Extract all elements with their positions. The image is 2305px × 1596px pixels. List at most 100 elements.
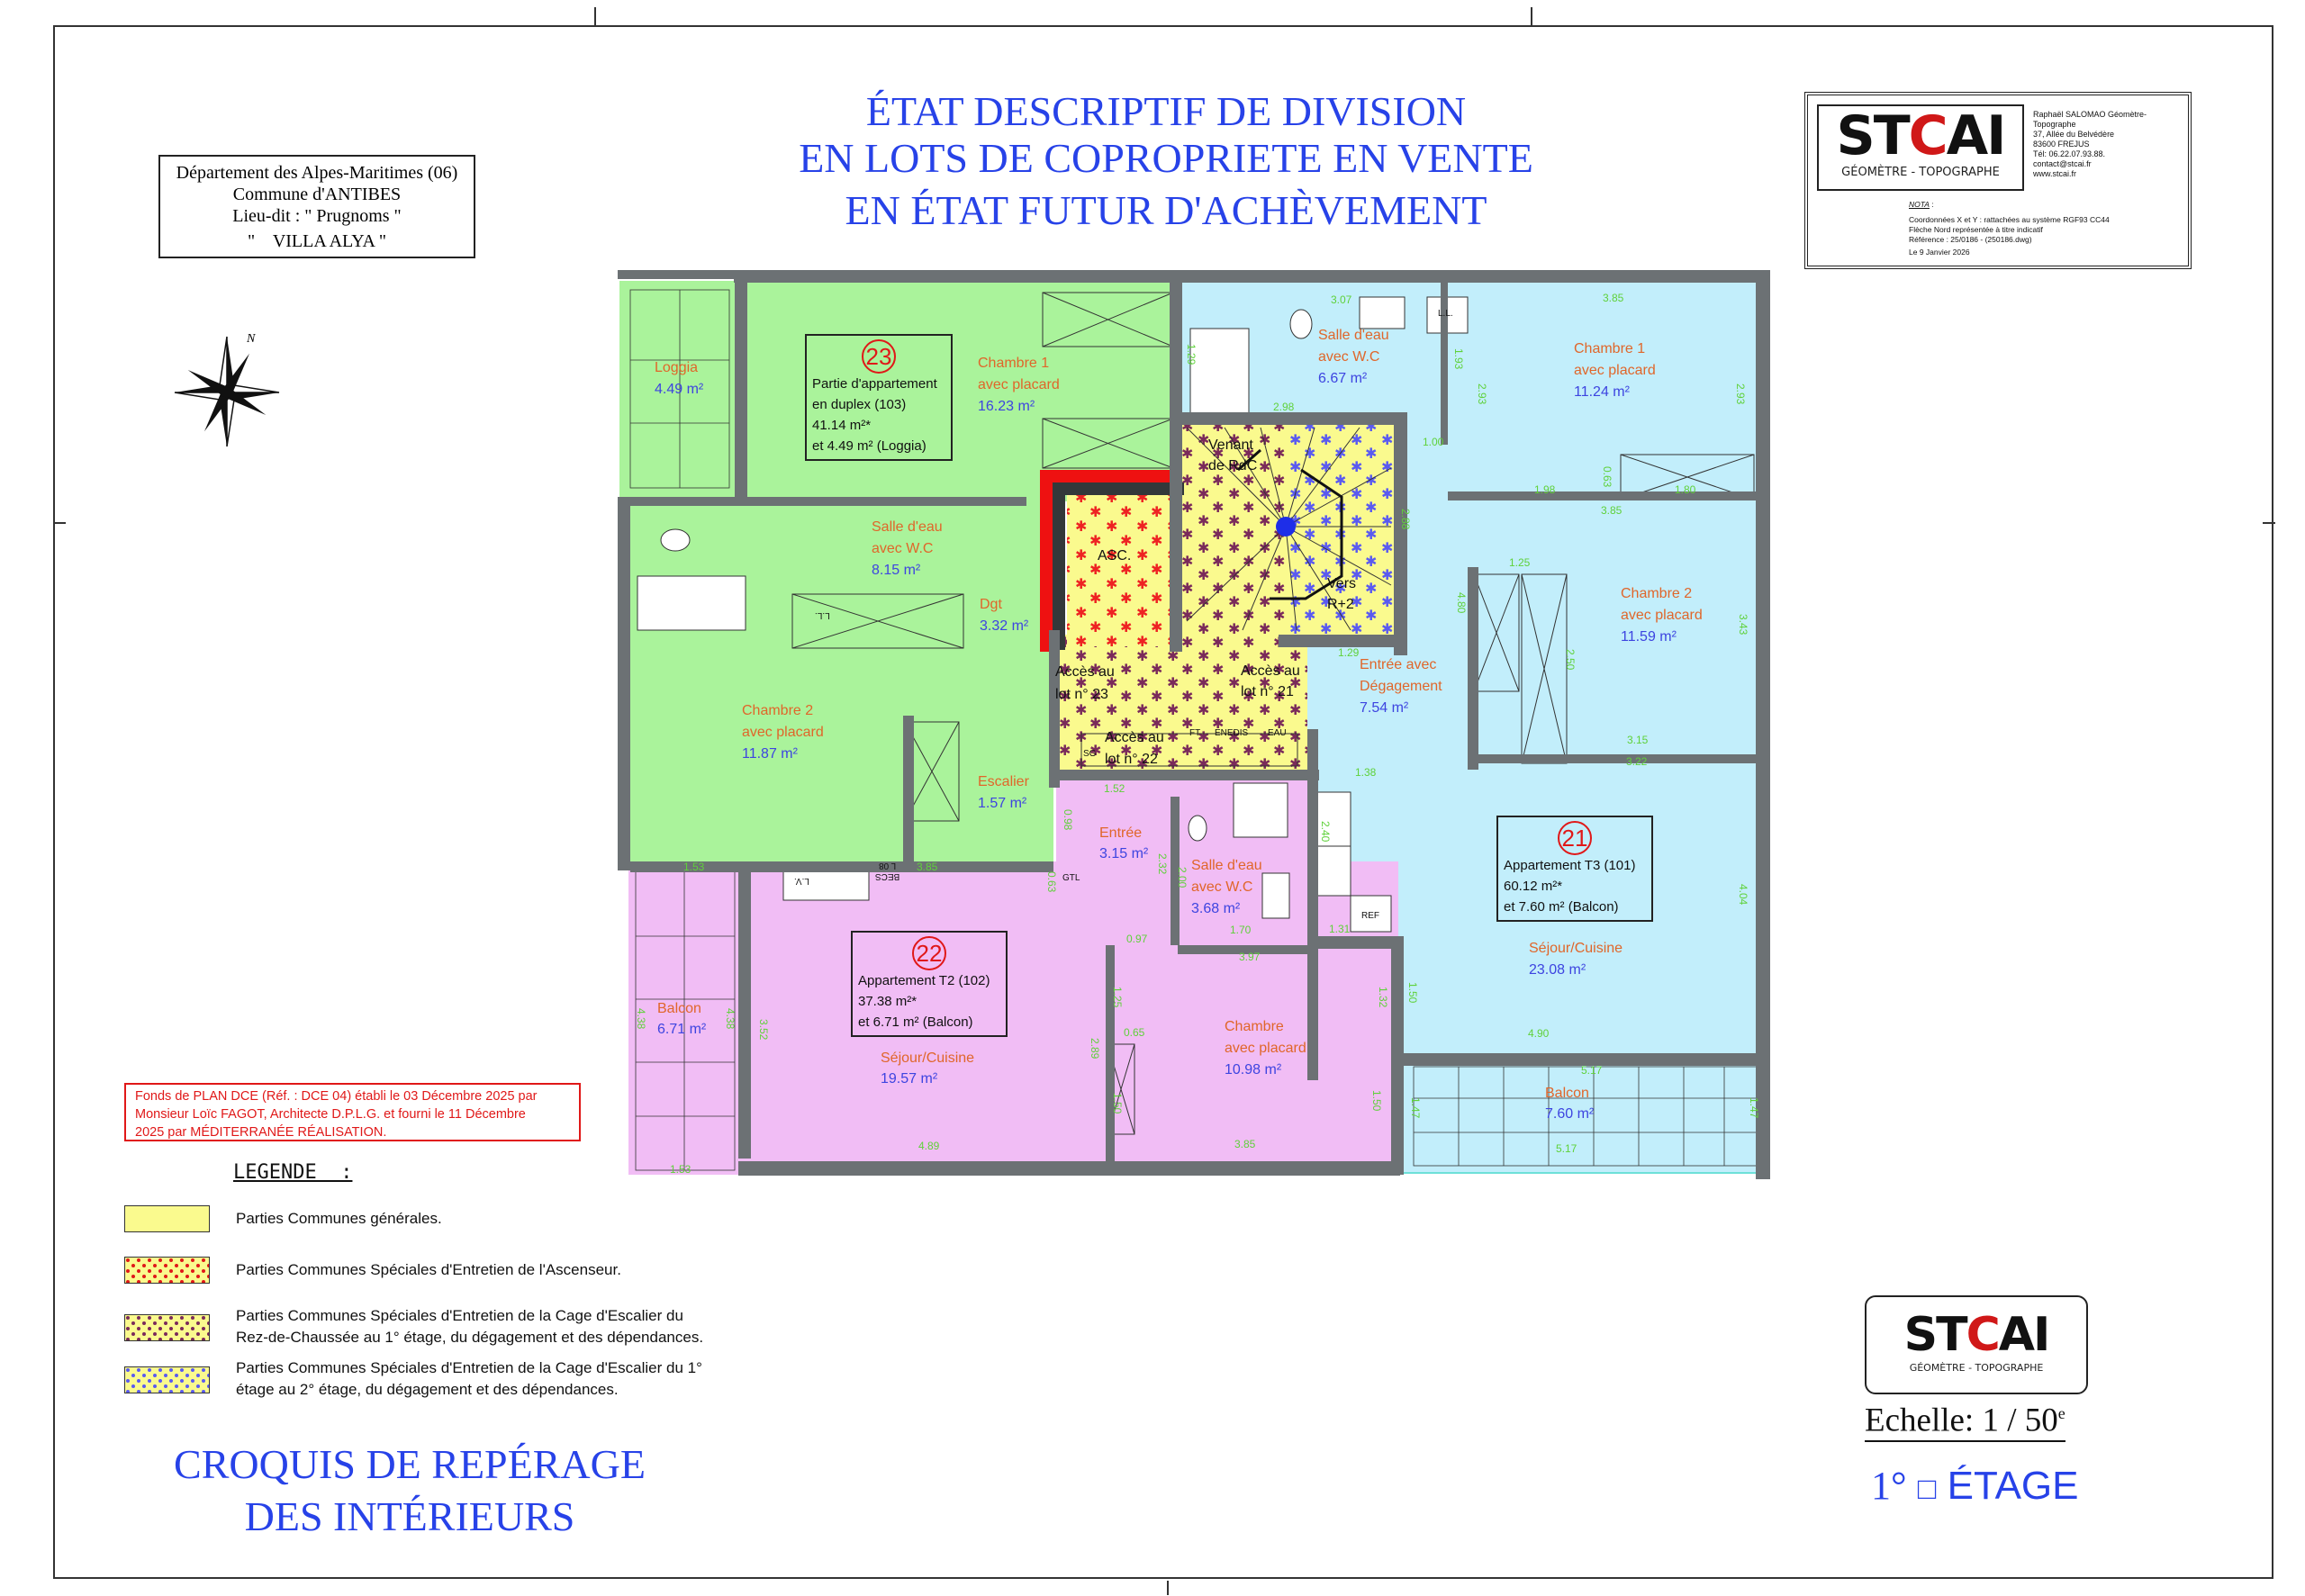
page-title: ÉTAT DESCRIPTIF DE DIVISION EN LOTS DE C… bbox=[630, 88, 1702, 234]
room-name: Séjour/Cuisine bbox=[1529, 941, 1623, 956]
sheet-frame bbox=[53, 25, 2273, 1579]
dimension: 2.93 bbox=[1476, 383, 1488, 405]
dimension: 4.89 bbox=[918, 1140, 940, 1152]
balcony-tiles bbox=[629, 289, 1761, 1171]
lot-number-badge: 21 bbox=[1558, 821, 1592, 855]
elevator-label: ASC. bbox=[1098, 548, 1132, 564]
room-name: Dégagement bbox=[1360, 679, 1442, 694]
room-name: avec placard bbox=[742, 725, 824, 740]
note-line: Fonds de PLAN DCE (Réf. : DCE 04) établi… bbox=[135, 1089, 538, 1104]
dimension: 3.43 bbox=[1737, 614, 1749, 636]
note-line: Monsieur Loïc FAGOT, Architecte D.P.L.G.… bbox=[135, 1107, 526, 1122]
logo-ai: AI bbox=[1998, 1308, 2051, 1362]
dimension: 1.25 bbox=[1111, 987, 1124, 1008]
fixture-label: GTL bbox=[1062, 873, 1080, 883]
north-arrow-icon: N bbox=[174, 332, 280, 447]
room-name: Loggia bbox=[655, 360, 699, 375]
room-area: 19.57 m² bbox=[881, 1071, 938, 1087]
room-name: Balcon bbox=[657, 1001, 701, 1016]
access-label: Accès au bbox=[1055, 664, 1115, 680]
dimension: 3.97 bbox=[1239, 951, 1261, 963]
zone-lot-23 bbox=[734, 281, 1182, 501]
lot-description: Partie d'appartement bbox=[812, 376, 937, 392]
sketch-title: CROQUIS DE REPÉRAGE DES INTÉRIEURS bbox=[135, 1438, 684, 1543]
address-line: Tél: 06.22.07.93.88. bbox=[2033, 149, 2106, 158]
legend-label-line: étage au 2° étage, du dégagement et des … bbox=[236, 1381, 619, 1398]
room-name: avec W.C bbox=[1191, 879, 1253, 895]
fixture-label: L 08 bbox=[879, 861, 897, 870]
access-label: Accès au bbox=[1241, 663, 1300, 679]
legend-swatch-elevator bbox=[124, 1257, 210, 1284]
dimension: 1.00 bbox=[1423, 436, 1444, 448]
room-name: Salle d'eau bbox=[872, 519, 943, 535]
floor-number: 1° bbox=[1871, 1464, 1907, 1508]
legend-label: Parties Communes Spéciales d'Entretien d… bbox=[236, 1305, 703, 1348]
zone-stair-cage-hatch-rdc bbox=[1182, 423, 1288, 635]
frame-tick bbox=[2263, 522, 2275, 524]
dimension: 1.47 bbox=[1748, 1097, 1760, 1119]
nota-line: Coordonnées X et Y : rattachées au systè… bbox=[1909, 215, 2110, 224]
dimension: 3.85 bbox=[917, 861, 938, 873]
room-name: avec placard bbox=[1574, 363, 1656, 378]
dimension: 2.50 bbox=[1564, 649, 1577, 671]
room-area: 4.49 m² bbox=[655, 382, 704, 397]
room-area: 16.23 m² bbox=[978, 399, 1035, 414]
legend-label-line: Rez-de-Chaussée au 1° étage, du dégageme… bbox=[236, 1329, 704, 1346]
dimension: 4.38 bbox=[635, 1008, 647, 1030]
zone-elevator-hatch bbox=[1067, 493, 1182, 646]
legend-swatch-stair-rdc bbox=[124, 1314, 210, 1341]
stair-label: Vers bbox=[1327, 576, 1357, 591]
nota-line: Référence : 25/0186 - (250186.dwg) bbox=[1909, 235, 2032, 244]
technical-label: ENEDIS bbox=[1215, 728, 1249, 738]
stair-core-icon bbox=[1276, 517, 1296, 537]
sketch-title-line: CROQUIS DE REPÉRAGE bbox=[174, 1441, 646, 1487]
company-logo-bottom: STCAI GÉOMÈTRE - TOPOGRAPHE bbox=[1865, 1295, 2088, 1394]
floor-name: ÉTAGE bbox=[1947, 1464, 2079, 1508]
dimension: 4.04 bbox=[1737, 884, 1749, 906]
dimension: 2.89 bbox=[1089, 1038, 1101, 1059]
legend-label-line: Parties Communes Spéciales d'Entretien d… bbox=[236, 1359, 702, 1376]
dimension: 1.53 bbox=[683, 861, 705, 873]
logo-st: ST bbox=[1836, 104, 1911, 167]
room-name: Entrée avec bbox=[1360, 657, 1437, 672]
dimension: 1.50 bbox=[1111, 1093, 1124, 1114]
logo-ai: AI bbox=[1946, 104, 2007, 167]
lot-description: en duplex (103) bbox=[812, 397, 907, 412]
dimension: 1.80 bbox=[1675, 483, 1696, 496]
fixture-label: L.V. bbox=[794, 876, 809, 886]
nota-label: NOTA bbox=[1909, 200, 1930, 209]
access-label: lot n° 21 bbox=[1241, 684, 1294, 699]
room-area: 11.87 m² bbox=[742, 746, 798, 762]
room-name: Salle d'eau bbox=[1191, 858, 1262, 873]
room-name: Séjour/Cuisine bbox=[881, 1050, 975, 1066]
dimension: 3.15 bbox=[1627, 734, 1649, 746]
dimension: 3.22 bbox=[1626, 755, 1648, 768]
address-line: contact@stcai.fr bbox=[2033, 159, 2092, 168]
frame-tick bbox=[1531, 7, 1532, 25]
dimension: 2.32 bbox=[1156, 853, 1169, 875]
dimension: 1.98 bbox=[1534, 483, 1556, 496]
dimension: 1.93 bbox=[1452, 348, 1465, 370]
spiral-stair bbox=[1186, 427, 1392, 631]
sketch-title-line: DES INTÉRIEURS bbox=[244, 1493, 575, 1539]
dimension: 1.29 bbox=[1338, 646, 1360, 659]
room-area: 11.59 m² bbox=[1621, 629, 1677, 645]
dimension: 1.25 bbox=[1509, 556, 1531, 569]
nota-line: Flèche Nord représentée à titre indicati… bbox=[1909, 225, 2043, 234]
dimension: 1.52 bbox=[1104, 782, 1125, 795]
dimension: 1.53 bbox=[670, 1163, 692, 1176]
dimension: 2.93 bbox=[1734, 383, 1747, 405]
frame-tick bbox=[1167, 1581, 1169, 1595]
lot-surface: 37.38 m²* bbox=[858, 994, 917, 1009]
company-address: Raphaël SALOMAO Géomètre-Topographe 37, … bbox=[2033, 110, 2188, 179]
dimension: 4.38 bbox=[724, 1008, 737, 1030]
room-name: Chambre 2 bbox=[742, 703, 814, 718]
stair-label: R+2 bbox=[1327, 597, 1354, 612]
frame-tick bbox=[53, 522, 66, 524]
dimension: 1.29 bbox=[1185, 344, 1198, 365]
room-name: avec placard bbox=[978, 377, 1060, 392]
note-line: 2025 par MÉDITERRANÉE RÉALISATION. bbox=[135, 1125, 387, 1140]
dimension: 1.38 bbox=[1355, 766, 1377, 779]
elevator-wall bbox=[1053, 482, 1065, 650]
